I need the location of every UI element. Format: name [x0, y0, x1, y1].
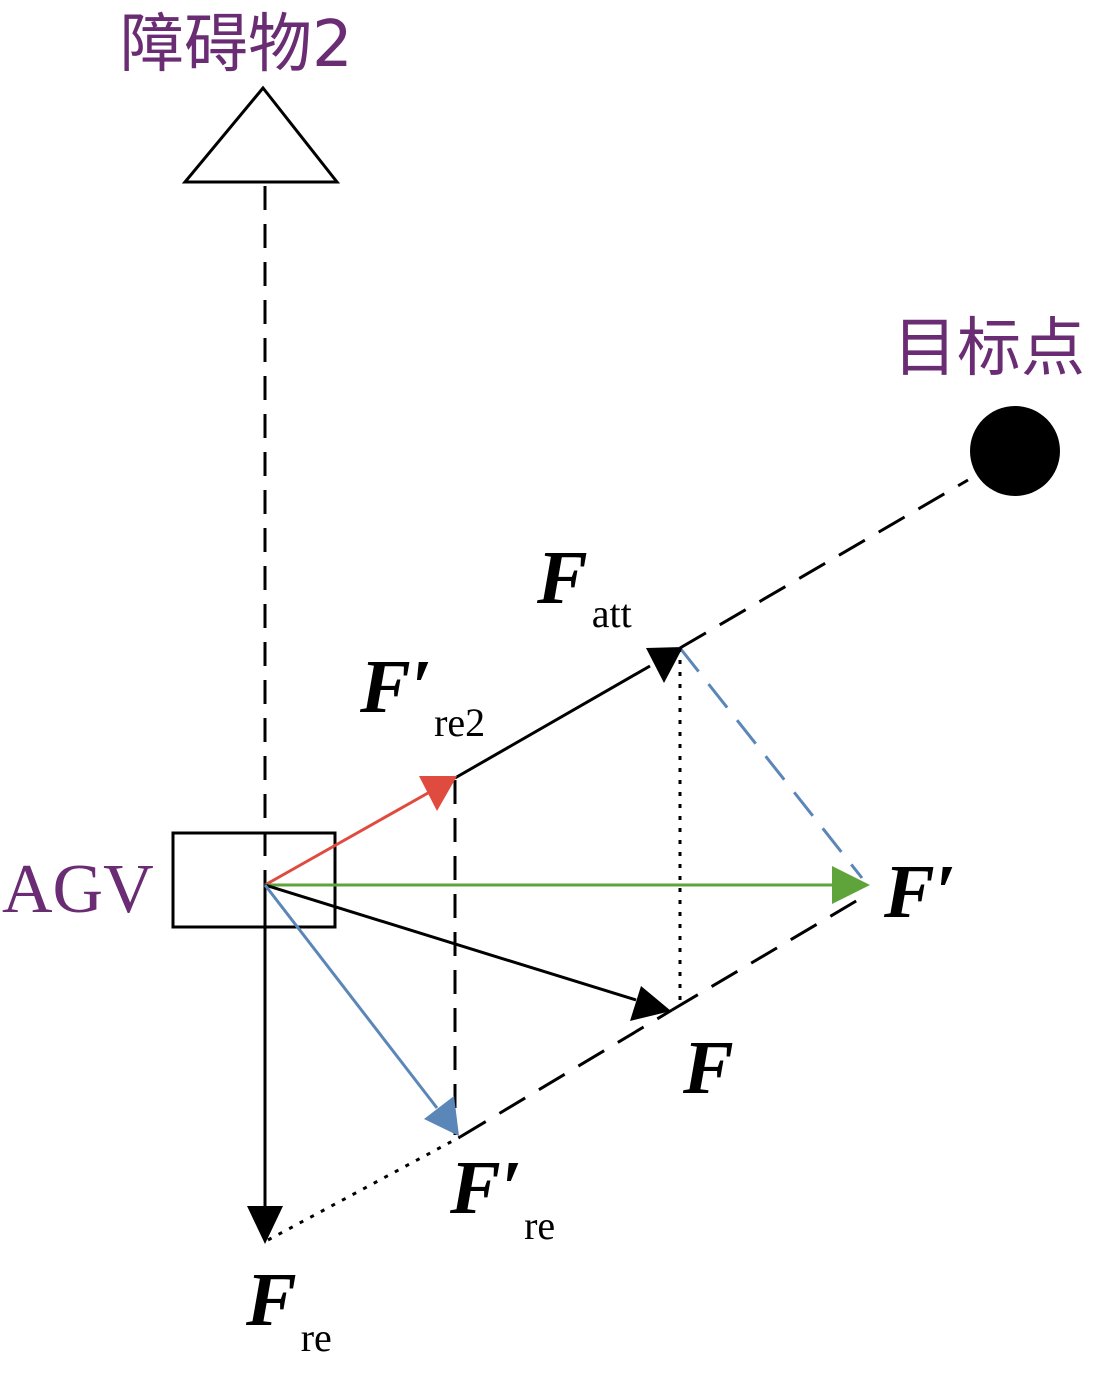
f-prime-arrowhead: [832, 866, 870, 904]
fatt-fprime-blue-dashed-line: [678, 647, 864, 879]
frep-f-dashed-line: [459, 1008, 673, 1139]
f-att-vector: [454, 664, 651, 780]
f-re-prime-vector: [263, 884, 439, 1109]
f-arrowhead: [630, 986, 671, 1021]
att-target-dashed-line: [679, 478, 969, 650]
f-re-prime-label: F′re: [449, 1146, 555, 1248]
f-re-arrowhead: [247, 1206, 283, 1244]
agv-box: [171, 831, 337, 929]
fre-frep-dotted-line: [267, 1135, 461, 1242]
f-re2-prime-vector: [264, 791, 429, 887]
target-label: 目标点: [893, 312, 1085, 386]
f-re2-prime-label: F′re2: [359, 645, 485, 745]
f-re-prime-arrowhead: [424, 1096, 459, 1136]
f-att-arrowhead: [646, 647, 683, 683]
obstacle-triangle: [181, 85, 341, 184]
f-prime-label: F′: [883, 850, 956, 934]
obstacle-label: 障碍物2: [120, 8, 353, 82]
target-point: [970, 406, 1060, 496]
f-re2-prime-arrowhead: [419, 776, 457, 811]
f-label: F: [682, 1026, 734, 1110]
f-vector: [264, 883, 637, 1002]
agv-label: AGV: [2, 851, 154, 928]
f-fprime-dashed-line: [671, 892, 869, 1012]
